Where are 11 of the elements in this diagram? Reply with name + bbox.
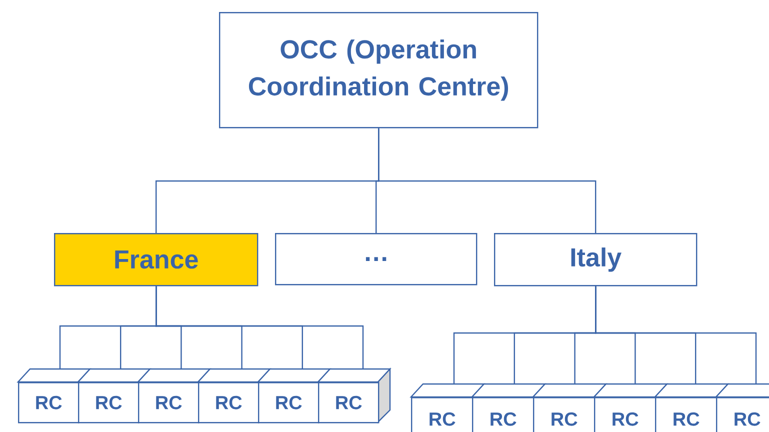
connector-line — [156, 286, 364, 369]
process-box: France — [54, 233, 258, 286]
node-label: RC — [490, 412, 516, 426]
process-box: Italy — [494, 233, 698, 286]
process-box: OCC (Operation Coordination Centre) — [219, 12, 538, 128]
process-box: … — [275, 233, 478, 286]
node-label: RC — [612, 412, 638, 426]
node-label: RC — [552, 412, 578, 426]
connector-line — [378, 128, 596, 233]
connector-line — [595, 286, 757, 384]
node-label: RC — [674, 412, 700, 426]
